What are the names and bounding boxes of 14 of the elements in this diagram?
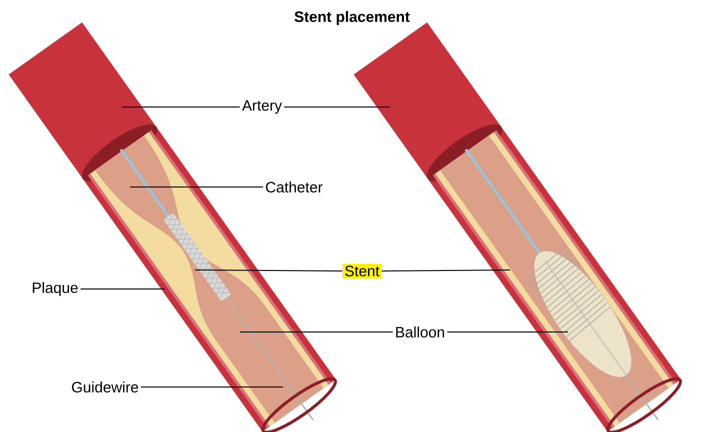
leader-line xyxy=(140,386,284,388)
leader-line xyxy=(381,270,510,272)
label-text: Stent xyxy=(342,264,382,278)
leader-line xyxy=(194,270,343,272)
leader-line xyxy=(122,106,240,108)
label-text: Artery xyxy=(242,100,282,114)
title: Stent placement xyxy=(294,11,410,25)
label-text: Guidewire xyxy=(72,382,138,392)
leader-line xyxy=(284,106,390,108)
label-text: Catheter xyxy=(266,182,322,192)
label-text: Plaque xyxy=(32,282,78,296)
leader-line xyxy=(80,288,166,290)
leader-line xyxy=(130,186,264,188)
label-text: Balloon xyxy=(396,326,444,338)
